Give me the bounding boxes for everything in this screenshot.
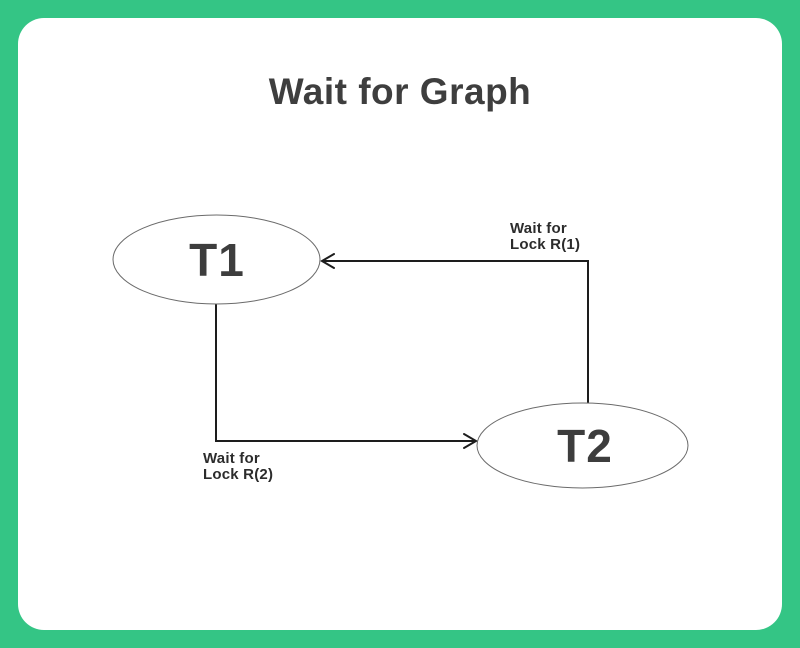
edge-label-lock-r2-line2: Lock R(2) <box>203 465 274 483</box>
edge-label-lock-r2-line1: Wait for <box>203 450 260 467</box>
node-t2-label: T2 <box>557 420 613 472</box>
diagram-title: Wait for Graph <box>268 71 532 112</box>
node-t1-ellipse <box>112 214 321 305</box>
edge-label-lock-r2: Wait for Lock R(2) <box>203 451 273 482</box>
edge-t1-to-t2-line <box>215 303 474 442</box>
arrowhead-into-t2-icon <box>463 433 478 449</box>
edge-t2-to-t1-line <box>324 260 589 404</box>
arrowhead-into-t1-icon <box>320 253 335 269</box>
edge-label-lock-r1-line2: Lock R(1) <box>510 235 581 253</box>
node-t1-label: T1 <box>189 234 245 286</box>
edge-label-lock-r1: Wait for Lock R(1) <box>510 221 580 252</box>
diagram-card <box>18 18 782 630</box>
edge-label-lock-r1-line1: Wait for <box>510 220 567 237</box>
node-t2-ellipse <box>476 402 689 489</box>
